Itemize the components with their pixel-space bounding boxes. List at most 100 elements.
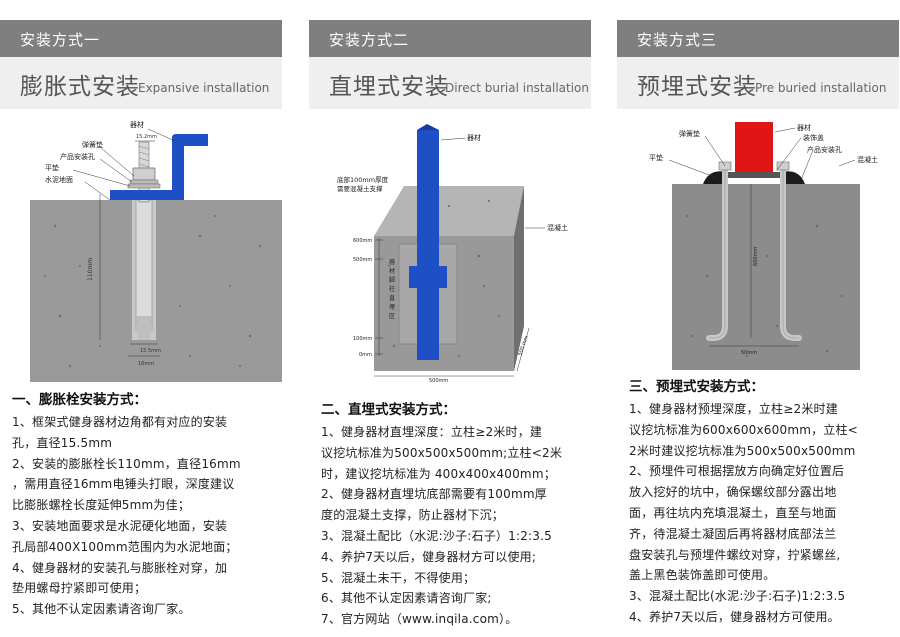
label-spring-washer: 弹簧垫 xyxy=(679,129,700,138)
method-tab-label: 安装方式三 xyxy=(637,31,718,49)
dim-bottom2-label: 16mm xyxy=(138,361,154,367)
zone-char: 柱 xyxy=(389,285,395,293)
method-tab: 安装方式三 xyxy=(617,20,899,57)
install-method-1: 安装方式一 膨胀式安装 Expansive installation xyxy=(0,0,282,637)
desc-line: 盘安装孔与预埋件螺纹对穿，拧紧螺丝, xyxy=(629,547,841,562)
method-tab: 安装方式一 xyxy=(0,20,282,57)
desc-line: 2、健身器材直埋坑底部需要有100mm厚 xyxy=(321,487,547,502)
dim-bottom-label: 50mm xyxy=(741,350,757,356)
method-title-zh: 膨胀式安装 xyxy=(20,74,140,100)
concrete-block xyxy=(672,184,860,370)
label-mount-hole: 产品安装孔 xyxy=(60,152,95,161)
concrete-side-face xyxy=(514,186,524,371)
zone-char: 器 xyxy=(389,259,395,266)
dim-width-label: 500mm xyxy=(429,378,448,382)
dim-depth-label: 600mm xyxy=(753,247,759,266)
method-description: 三、预埋式安装方式： 1、健身器材预埋深度，立柱≥2米时建 议挖坑标准为600x… xyxy=(629,375,900,628)
method-title-bar: 预埋式安装 Pre buried installation xyxy=(617,57,899,109)
equipment-post xyxy=(735,122,773,174)
label-concrete: 混凝土 xyxy=(547,223,568,232)
desc-line: 1、框架式健身器材边角都有对应的安装 xyxy=(12,415,228,429)
desc-line: 度的混凝土支撑，防止器材下沉； xyxy=(321,508,505,523)
concrete-top-face xyxy=(374,186,524,236)
method-heading: 一、膨胀栓安装方式： xyxy=(12,392,147,408)
equipment-bracket xyxy=(110,134,208,200)
decor-cover-right xyxy=(781,171,805,184)
label-decor-cover: 装饰盖 xyxy=(803,133,824,142)
method-tab-label: 安装方式一 xyxy=(20,31,101,49)
desc-line: 盖上黑色装饰盖即可使用。 xyxy=(629,568,776,583)
desc-line: ，需用直径16mm电锤头打眼，深度建议 xyxy=(12,477,235,492)
zone-char: 区 xyxy=(389,313,395,320)
pre-buried-diagram: 600mm 50mm 器材 装饰盖 产品安装孔 弹簧垫 平垫 混凝土 xyxy=(649,122,878,370)
equipment-pole xyxy=(417,130,439,360)
desc-line: 7、官方网站（www.inqila.com）。 xyxy=(321,612,518,627)
desc-line: 5、混凝土未干，不得使用； xyxy=(321,570,476,585)
method-title-bar: 膨胀式安装 Expansive installation xyxy=(0,57,282,109)
desc-line: 面，再往坑内充填混凝土，直至与地面 xyxy=(629,505,837,520)
desc-line: 时，建议挖坑标准为 400x400x400mm； xyxy=(321,466,556,481)
label-mount-hole: 产品安装孔 xyxy=(807,145,842,154)
dim-500-label: 500mm xyxy=(353,257,372,263)
install-method-2: 安装方式二 直埋式安装 Direct burial installation 器… xyxy=(309,0,591,637)
dim-bottom1-label: 15.5mm xyxy=(140,348,161,354)
method-description: 二、直埋式安装方式： 1、健身器材直埋深度：立柱≥2米时，建 议挖坑标准为500… xyxy=(321,398,593,630)
method-title-en: Expansive installation xyxy=(138,81,270,95)
label-equipment: 器材 xyxy=(797,123,811,132)
desc-line: 2、安装的膨胀栓长110mm，直径16mm xyxy=(12,456,241,471)
desc-line: 3、安装地面要求是水泥硬化地面，安装 xyxy=(12,518,228,533)
dim-depth-label: 110mm xyxy=(87,258,94,281)
zone-char: 埋 xyxy=(389,303,395,311)
desc-line: 4、健身器材的安装孔与膨胀栓对穿，加 xyxy=(12,560,228,575)
desc-line: 1、健身器材预埋深度，立柱≥2米时建 xyxy=(629,402,838,416)
nut xyxy=(132,167,156,181)
decor-cover-left xyxy=(703,171,727,184)
flange-plate xyxy=(721,172,787,178)
method-title-zh: 预埋式安装 xyxy=(637,74,757,100)
method-title-zh: 直埋式安装 xyxy=(329,74,449,100)
label-cement-ground: 水泥地面 xyxy=(45,175,73,184)
label-bottom-note-1: 底部100mm厚度 xyxy=(337,175,389,184)
label-spring-washer: 弹簧垫 xyxy=(82,140,103,149)
desc-line: 2米时建议挖坑标准为500x500x500mm xyxy=(629,443,856,458)
desc-line: 议挖坑标准为600x600x600mm，立柱< xyxy=(629,422,858,437)
method-tab: 安装方式二 xyxy=(309,20,591,57)
label-bottom-note-2: 需要混凝土支撑 xyxy=(337,184,383,193)
desc-line: 3、混凝土配比(水泥:沙子:石子)1:2:3.5 xyxy=(629,589,846,604)
desc-line: 垫用螺母拧紧即可使用； xyxy=(12,581,147,596)
method-title-en: Direct burial installation xyxy=(445,81,589,95)
dim-0-label: 0mm xyxy=(359,352,372,358)
dim-100-label: 100mm xyxy=(353,336,372,342)
label-flat-washer: 平垫 xyxy=(45,163,59,172)
method-tab-label: 安装方式二 xyxy=(329,31,410,49)
zone-char: 脚 xyxy=(389,276,395,284)
desc-line: 4、养护7天以后，健身器材方可以使用; xyxy=(321,549,537,564)
label-equipment: 器材 xyxy=(467,133,481,142)
method-description: 一、膨胀栓安装方式： 1、框架式健身器材边角都有对应的安装 孔，直径15.5mm… xyxy=(12,388,284,620)
label-equipment: 器材 xyxy=(130,120,144,129)
desc-line: 放入挖好的坑中，确保螺纹部分露出地 xyxy=(629,485,837,500)
direct-burial-diagram: 器 材 脚 柱 直 埋 区 600mm 500mm 100mm 0mm 500m… xyxy=(337,124,568,382)
zone-char: 直 xyxy=(389,294,395,302)
method-heading: 三、预埋式安装方式： xyxy=(629,379,764,395)
install-method-3: 安装方式三 预埋式安装 Pre buried installation 600m… xyxy=(617,0,899,637)
label-concrete: 混凝土 xyxy=(857,155,878,164)
desc-line: 3、混凝土配比（水泥:沙子:石子）1:2:3.5 xyxy=(321,528,552,543)
desc-line: 6、其他不认定因素请咨询厂家; xyxy=(321,591,492,606)
desc-line: 4、养护7天以后，健身器材方可使用。 xyxy=(629,609,840,624)
desc-line: 孔局部400X100mm范围内为水泥地面； xyxy=(12,539,238,554)
desc-line: 1、健身器材直埋深度：立柱≥2米时，建 xyxy=(321,425,543,439)
dim-600-label: 600mm xyxy=(353,238,372,244)
zone-char: 材 xyxy=(389,267,395,275)
desc-line: 5、其他不认定因素请咨询厂家。 xyxy=(12,602,191,617)
desc-line: 2、预埋件可根据摆放方向确定好位置后 xyxy=(629,464,845,479)
method-title-en: Pre buried installation xyxy=(755,81,887,95)
desc-line: 议挖坑标准为500x500x500mm;立柱<2米 xyxy=(321,445,563,460)
method-heading: 二、直埋式安装方式： xyxy=(321,402,456,418)
method-title-bar: 直埋式安装 Direct burial installation xyxy=(309,57,591,109)
desc-line: 齐，待混凝土凝固后再将器材底部法兰 xyxy=(629,526,837,541)
expansion-bolt-diagram: 15.2mm 110mm 15.5mm 16mm 器材 弹簧垫 产品安装孔 平垫… xyxy=(30,120,282,382)
desc-line: 孔，直径15.5mm xyxy=(12,435,113,450)
desc-line: 比膨胀螺栓长度延伸5mm为佳； xyxy=(12,498,191,513)
label-flat-washer: 平垫 xyxy=(649,153,663,162)
